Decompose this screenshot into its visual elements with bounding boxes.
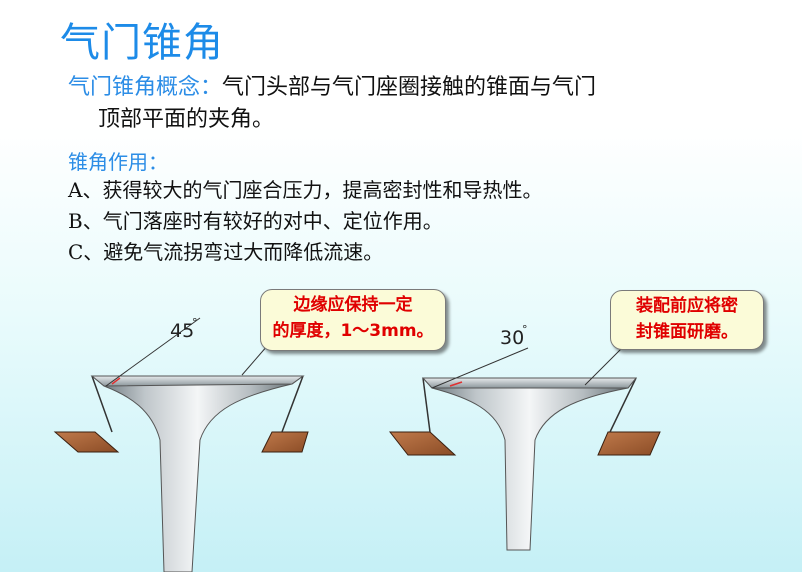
concept-label: 气门锥角概念： <box>68 75 223 100</box>
degree-mark-left: ° <box>192 316 198 329</box>
degree-mark-right: ° <box>522 323 528 336</box>
concept-line-2: 顶部平面的夹角。 <box>98 107 275 132</box>
valve-left: 45 ° <box>53 316 309 572</box>
valve-right: 30 ° <box>388 323 661 551</box>
list-item-b: B、气门落座时有较好的对中、定位作用。 <box>68 209 443 233</box>
use-heading: 锥角作用： <box>68 150 168 174</box>
angle-label-left: 45 <box>170 320 194 342</box>
callout-edge-thickness: 边缘应保持一定 的厚度，1～3mm。 <box>260 289 446 351</box>
callout-edge-line-2: 的厚度，1～3mm。 <box>272 321 434 341</box>
use-list: A、获得较大的气门座合压力，提高密封性和导热性。 B、气门落座时有较好的对中、定… <box>68 175 542 268</box>
valve-right-body <box>421 377 638 551</box>
callout-grinding-line-1: 装配前应将密 <box>636 296 738 316</box>
list-item-a: A、获得较大的气门座合压力，提高密封性和导热性。 <box>68 178 543 202</box>
seat-right-a <box>388 431 457 456</box>
page-title: 气门锥角 <box>60 20 224 66</box>
list-item-c: C、避免气流拐弯过大而降低流速。 <box>68 240 384 264</box>
angle-label-right: 30 <box>500 327 524 349</box>
seat-left-b <box>261 431 309 453</box>
callout-grinding-line-2: 封锥面研磨。 <box>636 322 738 342</box>
callout-grinding: 装配前应将密 封锥面研磨。 <box>610 290 764 350</box>
seat-left-a <box>53 431 120 453</box>
concept-line-1: 气门头部与气门座圈接触的锥面与气门 <box>222 75 597 100</box>
seat-right-b <box>597 431 661 456</box>
valve-left-body <box>90 375 305 572</box>
callout-edge-line-1: 边缘应保持一定 <box>293 295 413 315</box>
concept-paragraph: 气门锥角概念：气门头部与气门座圈接触的锥面与气门 顶部平面的夹角。 <box>68 72 768 136</box>
